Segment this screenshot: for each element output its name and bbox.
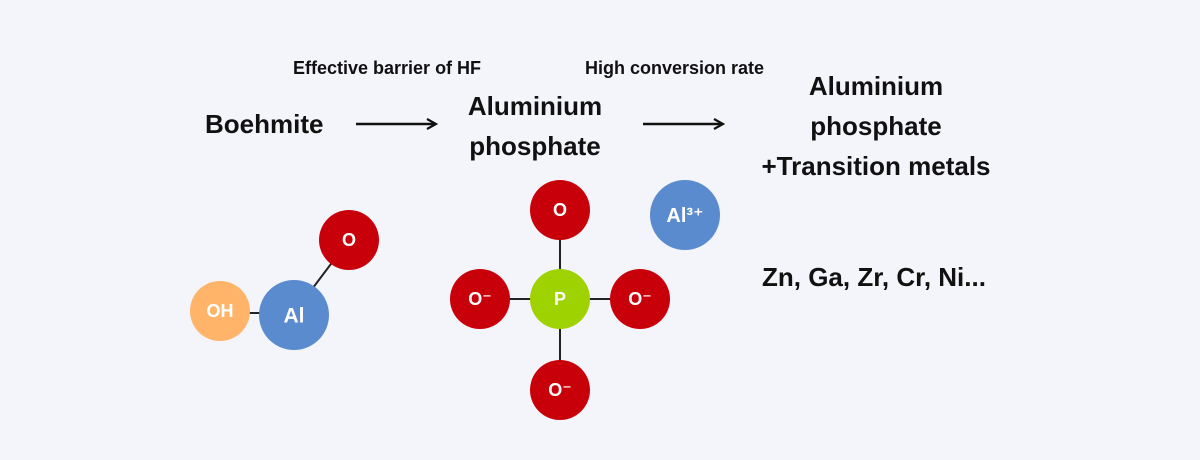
transition-metals-list: Zn, Ga, Zr, Cr, Ni... [762, 262, 986, 292]
phosphate-oxygen-left: O⁻ [450, 269, 510, 329]
caption-hf-barrier: Effective barrier of HF [293, 58, 482, 78]
oxygen-right-label: O⁻ [628, 289, 652, 309]
aluminium-ion-label: Al³⁺ [666, 205, 703, 227]
oxygen-atom: O [319, 210, 379, 270]
stage-alpo4-line-2: phosphate [469, 131, 601, 161]
stage-alpo4-line-1: Aluminium [467, 91, 603, 121]
phosphate-oxygen-top: O [530, 180, 590, 240]
phosphate-oxygen-right: O⁻ [610, 269, 670, 329]
stage-final-product: Aluminium phosphate +Transition metals [761, 66, 990, 186]
caption-conversion-rate: High conversion rate [585, 58, 765, 78]
hydroxyl-label: OH [207, 301, 234, 321]
oxygen-top-label: O [553, 200, 567, 220]
stage-boehmite: Boehmite [205, 109, 324, 139]
stage-final-line-2: phosphate [810, 111, 942, 141]
oxygen-left-label: O⁻ [468, 289, 492, 309]
oxygen-label: O [342, 230, 356, 250]
phosphorus-label: P [554, 289, 566, 309]
aluminium-atom: Al [259, 280, 329, 350]
aluminium-label: Al [284, 305, 305, 328]
phosphate-oxygen-bottom: O⁻ [530, 360, 590, 420]
stage-final-line-1: Aluminium [808, 71, 944, 101]
aluminium-ion: Al³⁺ [650, 180, 720, 250]
stage-aluminium-phosphate: Aluminium phosphate [468, 86, 602, 166]
hydroxyl-atom: OH [190, 281, 250, 341]
stage-final-line-3: +Transition metals [761, 151, 991, 181]
oxygen-bottom-label: O⁻ [548, 380, 572, 400]
phosphorus-atom: P [530, 269, 590, 329]
